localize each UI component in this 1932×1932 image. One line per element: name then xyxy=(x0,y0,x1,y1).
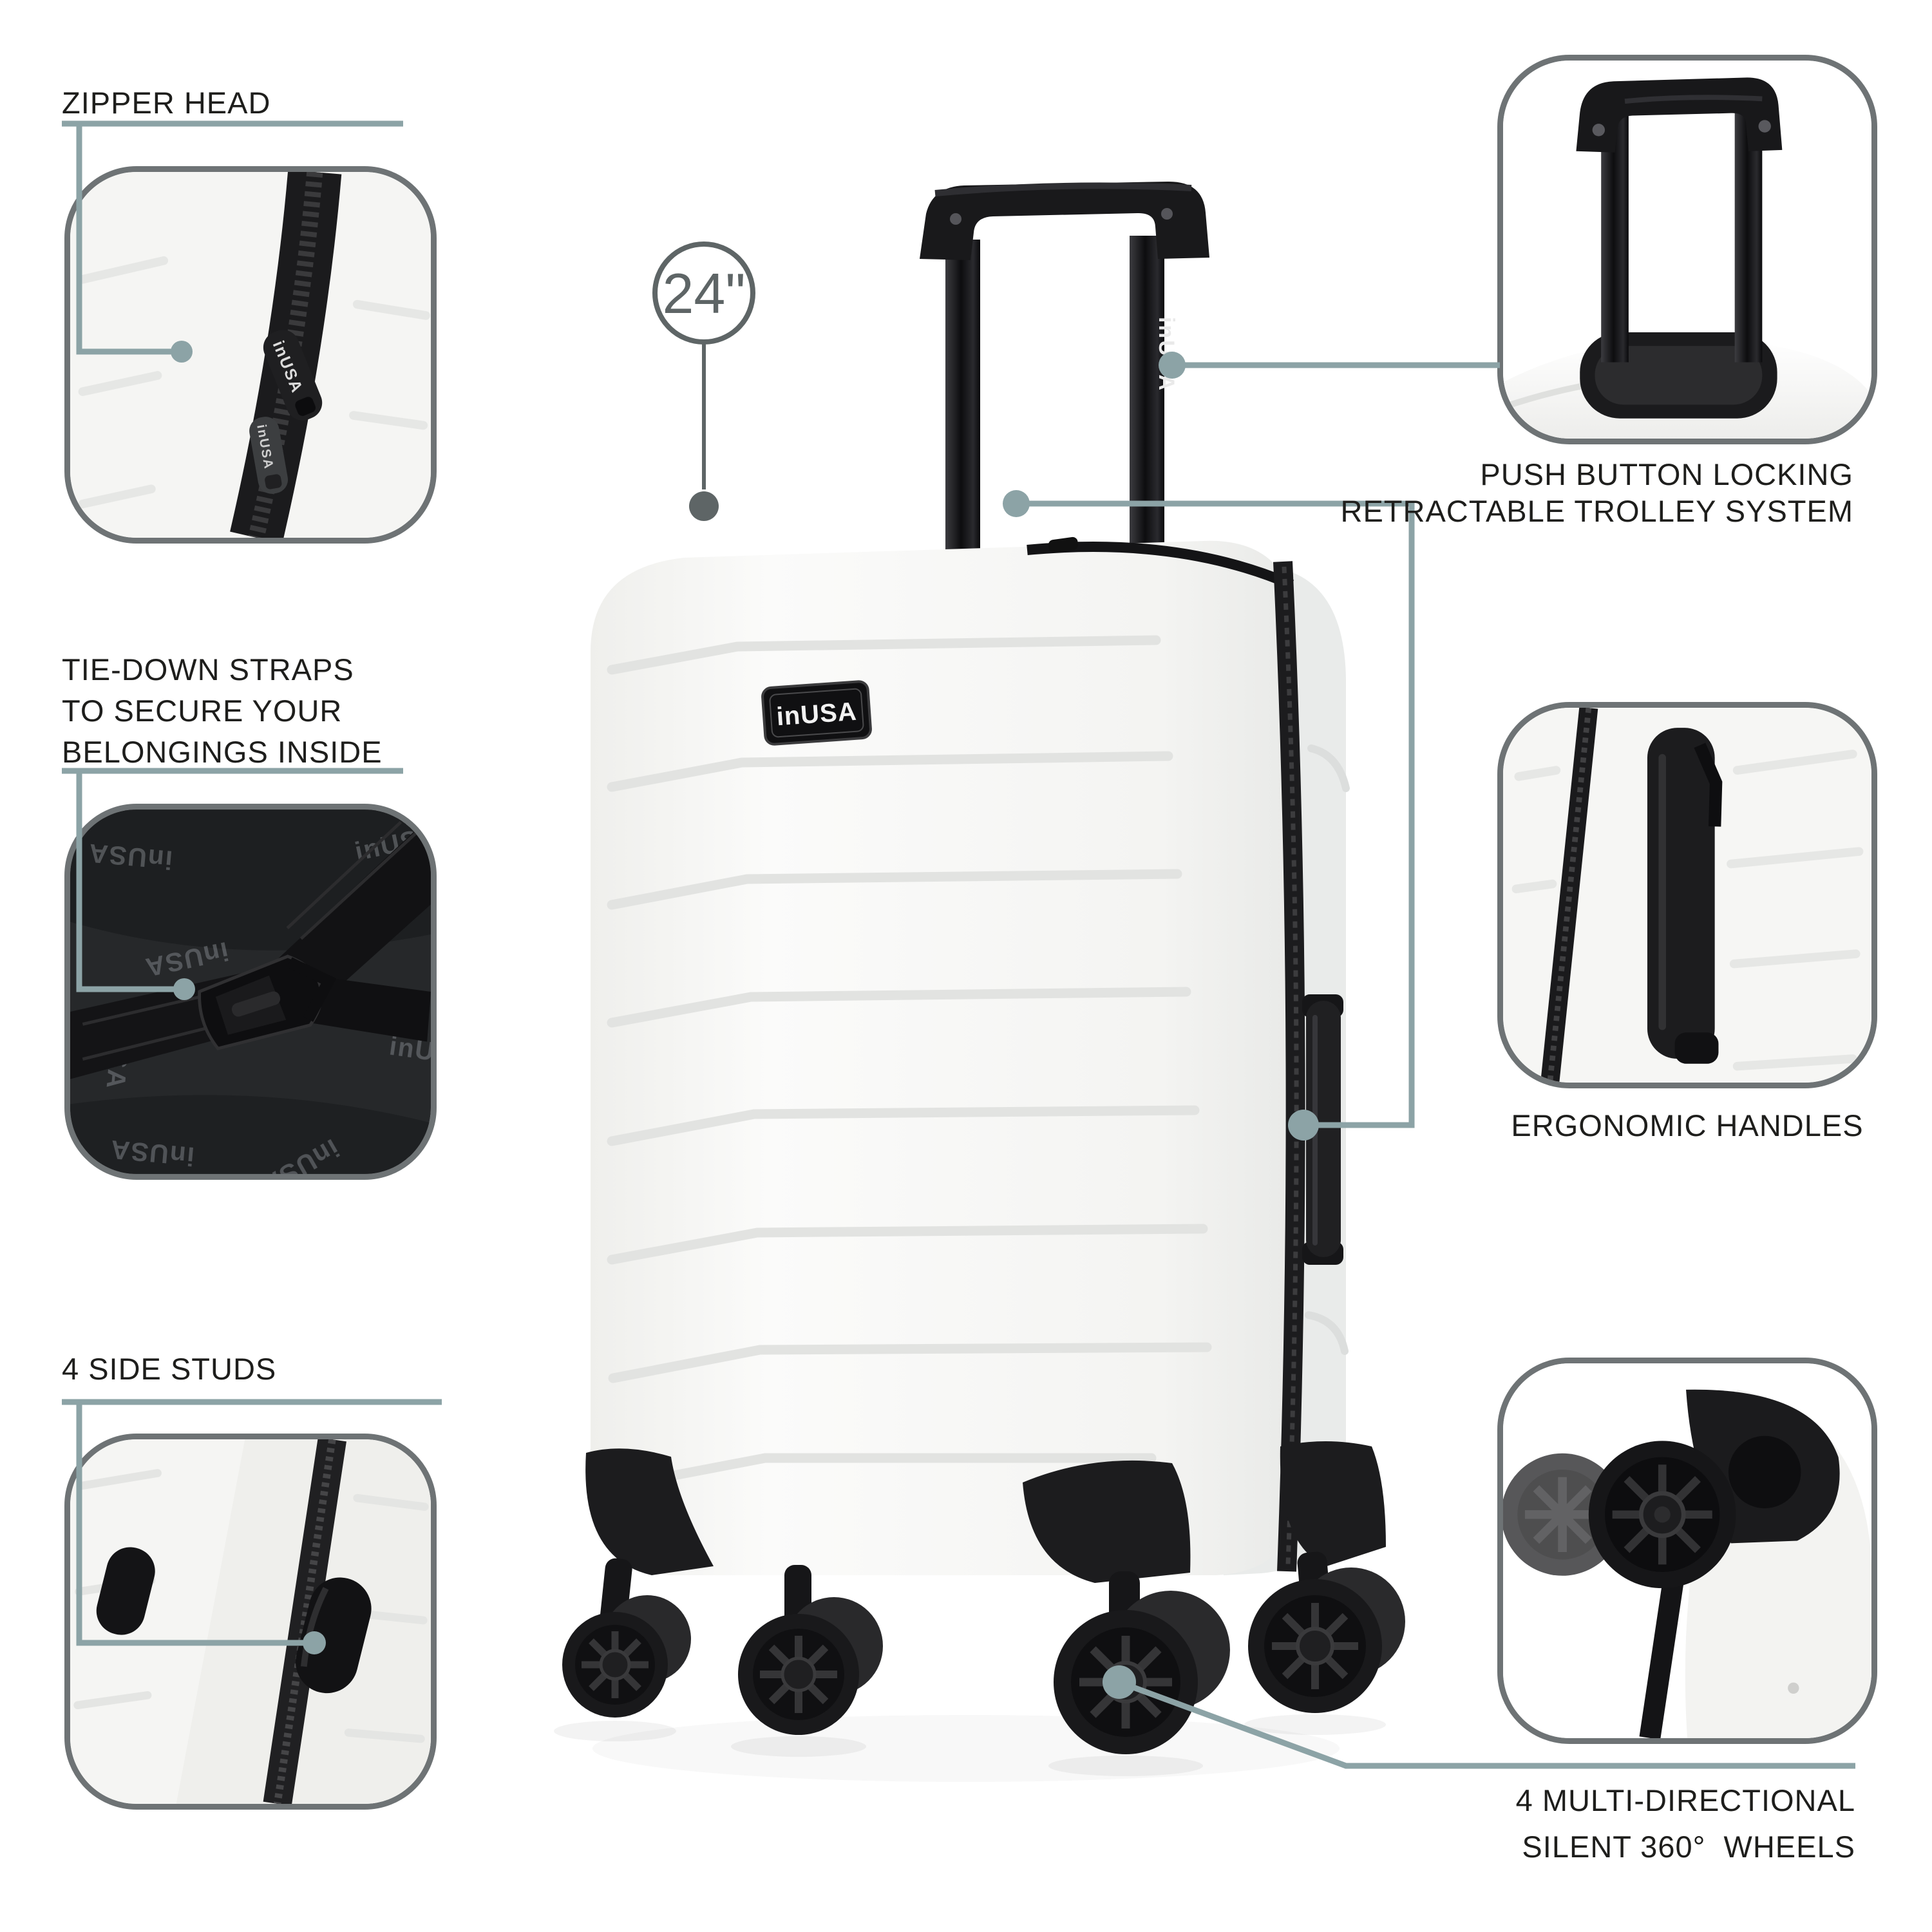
handles-label: ERGONOMIC HANDLES xyxy=(1511,1108,1864,1142)
zipper-pull: inUSA xyxy=(249,417,289,494)
suitcase-front-shell xyxy=(591,540,1301,1575)
trolley-photo-card xyxy=(1497,55,1877,444)
trolley-tube-left xyxy=(945,240,980,562)
zipper-head-label: ZIPPER HEAD xyxy=(62,86,271,120)
trolley-grip xyxy=(920,181,1209,260)
side-studs-label: 4 SIDE STUDS xyxy=(62,1352,277,1386)
wheels-label: 4 MULTI-DIRECTIONAL SILENT 360° WHEELS xyxy=(1340,1777,1855,1870)
trolley-system: inUSA xyxy=(920,181,1209,562)
floor-reflection xyxy=(554,1714,1386,1776)
tie-down-straps-label: TIE-DOWN STRAPS TO SECURE YOUR BELONGING… xyxy=(62,649,383,773)
trolley-label-line2: RETRACTABLE TROLLEY SYSTEM xyxy=(1340,494,1853,528)
trolley-photo-tube xyxy=(1734,112,1763,363)
trolley-tube-logo: inUSA xyxy=(1154,317,1179,392)
tie-down-straps-label-line2: TO SECURE YOUR xyxy=(62,694,343,728)
trolley-photo-tube xyxy=(1601,112,1629,363)
wheels-label-line1: 4 MULTI-DIRECTIONAL xyxy=(1515,1783,1855,1817)
trolley-label: PUSH BUTTON LOCKING RETRACTABLE TROLLEY … xyxy=(1338,456,1853,529)
handles-photo-card xyxy=(1497,702,1877,1088)
wheel xyxy=(1248,1567,1405,1713)
trolley-label-line1: PUSH BUTTON LOCKING xyxy=(1480,457,1853,491)
tie-down-straps-label-line1: TIE-DOWN STRAPS xyxy=(62,652,354,687)
svg-text:inUSA: inUSA xyxy=(775,697,858,732)
svg-text:inUSA: inUSA xyxy=(108,1135,195,1171)
ergonomic-handle-bar xyxy=(1647,728,1723,1064)
wheel xyxy=(738,1597,883,1735)
rear-twin-wheel xyxy=(1503,1453,1624,1576)
suitcase-body: inUSA xyxy=(585,536,1386,1655)
wheels-photo-card xyxy=(1497,1358,1877,1744)
side-carry-handle xyxy=(1302,994,1343,1265)
zipper-head-photo: inUSA inUSA xyxy=(70,172,431,538)
tie-down-straps-photo: inUSA inUSA inUSA inUSA inUSA inUSA inUS… xyxy=(70,810,431,1174)
trolley-photo xyxy=(1503,61,1871,439)
handles-photo xyxy=(1503,708,1871,1083)
side-studs-photo-card xyxy=(64,1434,437,1810)
corner-guards xyxy=(585,1441,1386,1583)
wheels-photo xyxy=(1503,1363,1871,1738)
tie-down-straps-label-line3: BELONGINGS INSIDE xyxy=(62,735,383,769)
trolley-tube-right xyxy=(1130,236,1164,562)
zipper-head-photo-card: inUSA inUSA xyxy=(64,166,437,544)
side-studs-photo xyxy=(70,1439,431,1804)
brand-logo-plate: inUSA xyxy=(761,680,872,746)
tie-down-straps-photo-card: inUSA inUSA inUSA inUSA inUSA inUSA inUS… xyxy=(64,804,437,1180)
wheel xyxy=(562,1595,691,1718)
wheels-label-line2: SILENT 360° WHEELS xyxy=(1522,1830,1855,1864)
